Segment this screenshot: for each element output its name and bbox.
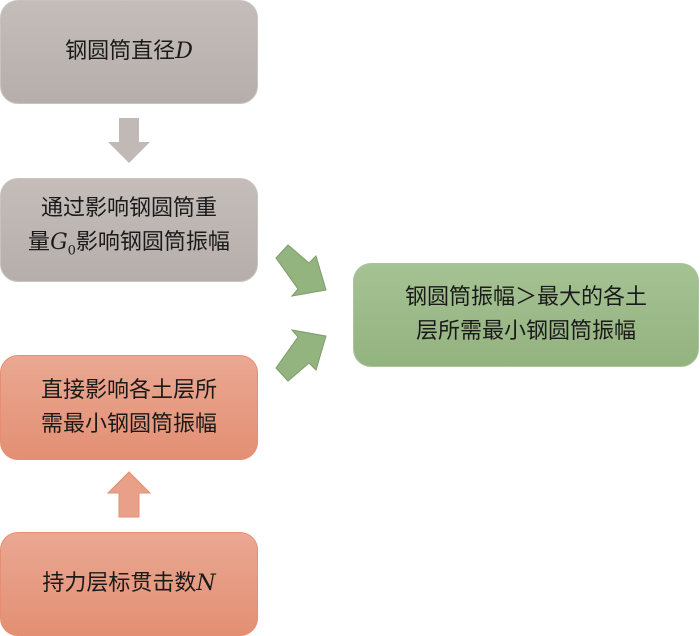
weight-effect-box: 通过影响钢圆筒重 量G0影响钢圆筒振幅 — [0, 178, 258, 282]
weight-line2-pre: 量 — [28, 229, 51, 255]
up-arrow-icon — [106, 471, 152, 518]
spt-blow-count-box: 持力层标贯击数N — [0, 532, 258, 636]
diameter-variable: D — [175, 39, 193, 64]
weight-line1: 通过影响钢圆筒重 — [40, 195, 217, 221]
weight-subscript: 0 — [67, 243, 76, 259]
green-arrow-up-right-icon — [275, 329, 327, 382]
blows-variable: N — [196, 571, 216, 596]
direct-line1: 直接影响各土层所 — [40, 377, 217, 403]
result-line2: 层所需最小钢圆筒振幅 — [415, 319, 636, 344]
direct-effect-box: 直接影响各土层所 需最小钢圆筒振幅 — [0, 355, 258, 460]
result-line1: 钢圆筒振幅＞最大的各土 — [404, 285, 647, 310]
direct-line2: 需最小钢圆筒振幅 — [40, 411, 217, 437]
blows-label: 持力层标贯击数 — [42, 571, 197, 596]
diameter-label: 钢圆筒直径 — [65, 39, 176, 64]
weight-line2-post: 影响钢圆筒振幅 — [75, 229, 230, 255]
weight-variable: G — [50, 229, 68, 255]
down-arrow-icon — [108, 118, 150, 163]
green-arrow-down-right-icon — [275, 244, 327, 297]
result-condition-box: 钢圆筒振幅＞最大的各土 层所需最小钢圆筒振幅 — [353, 263, 699, 367]
steel-cylinder-diameter-box: 钢圆筒直径D — [0, 0, 258, 104]
